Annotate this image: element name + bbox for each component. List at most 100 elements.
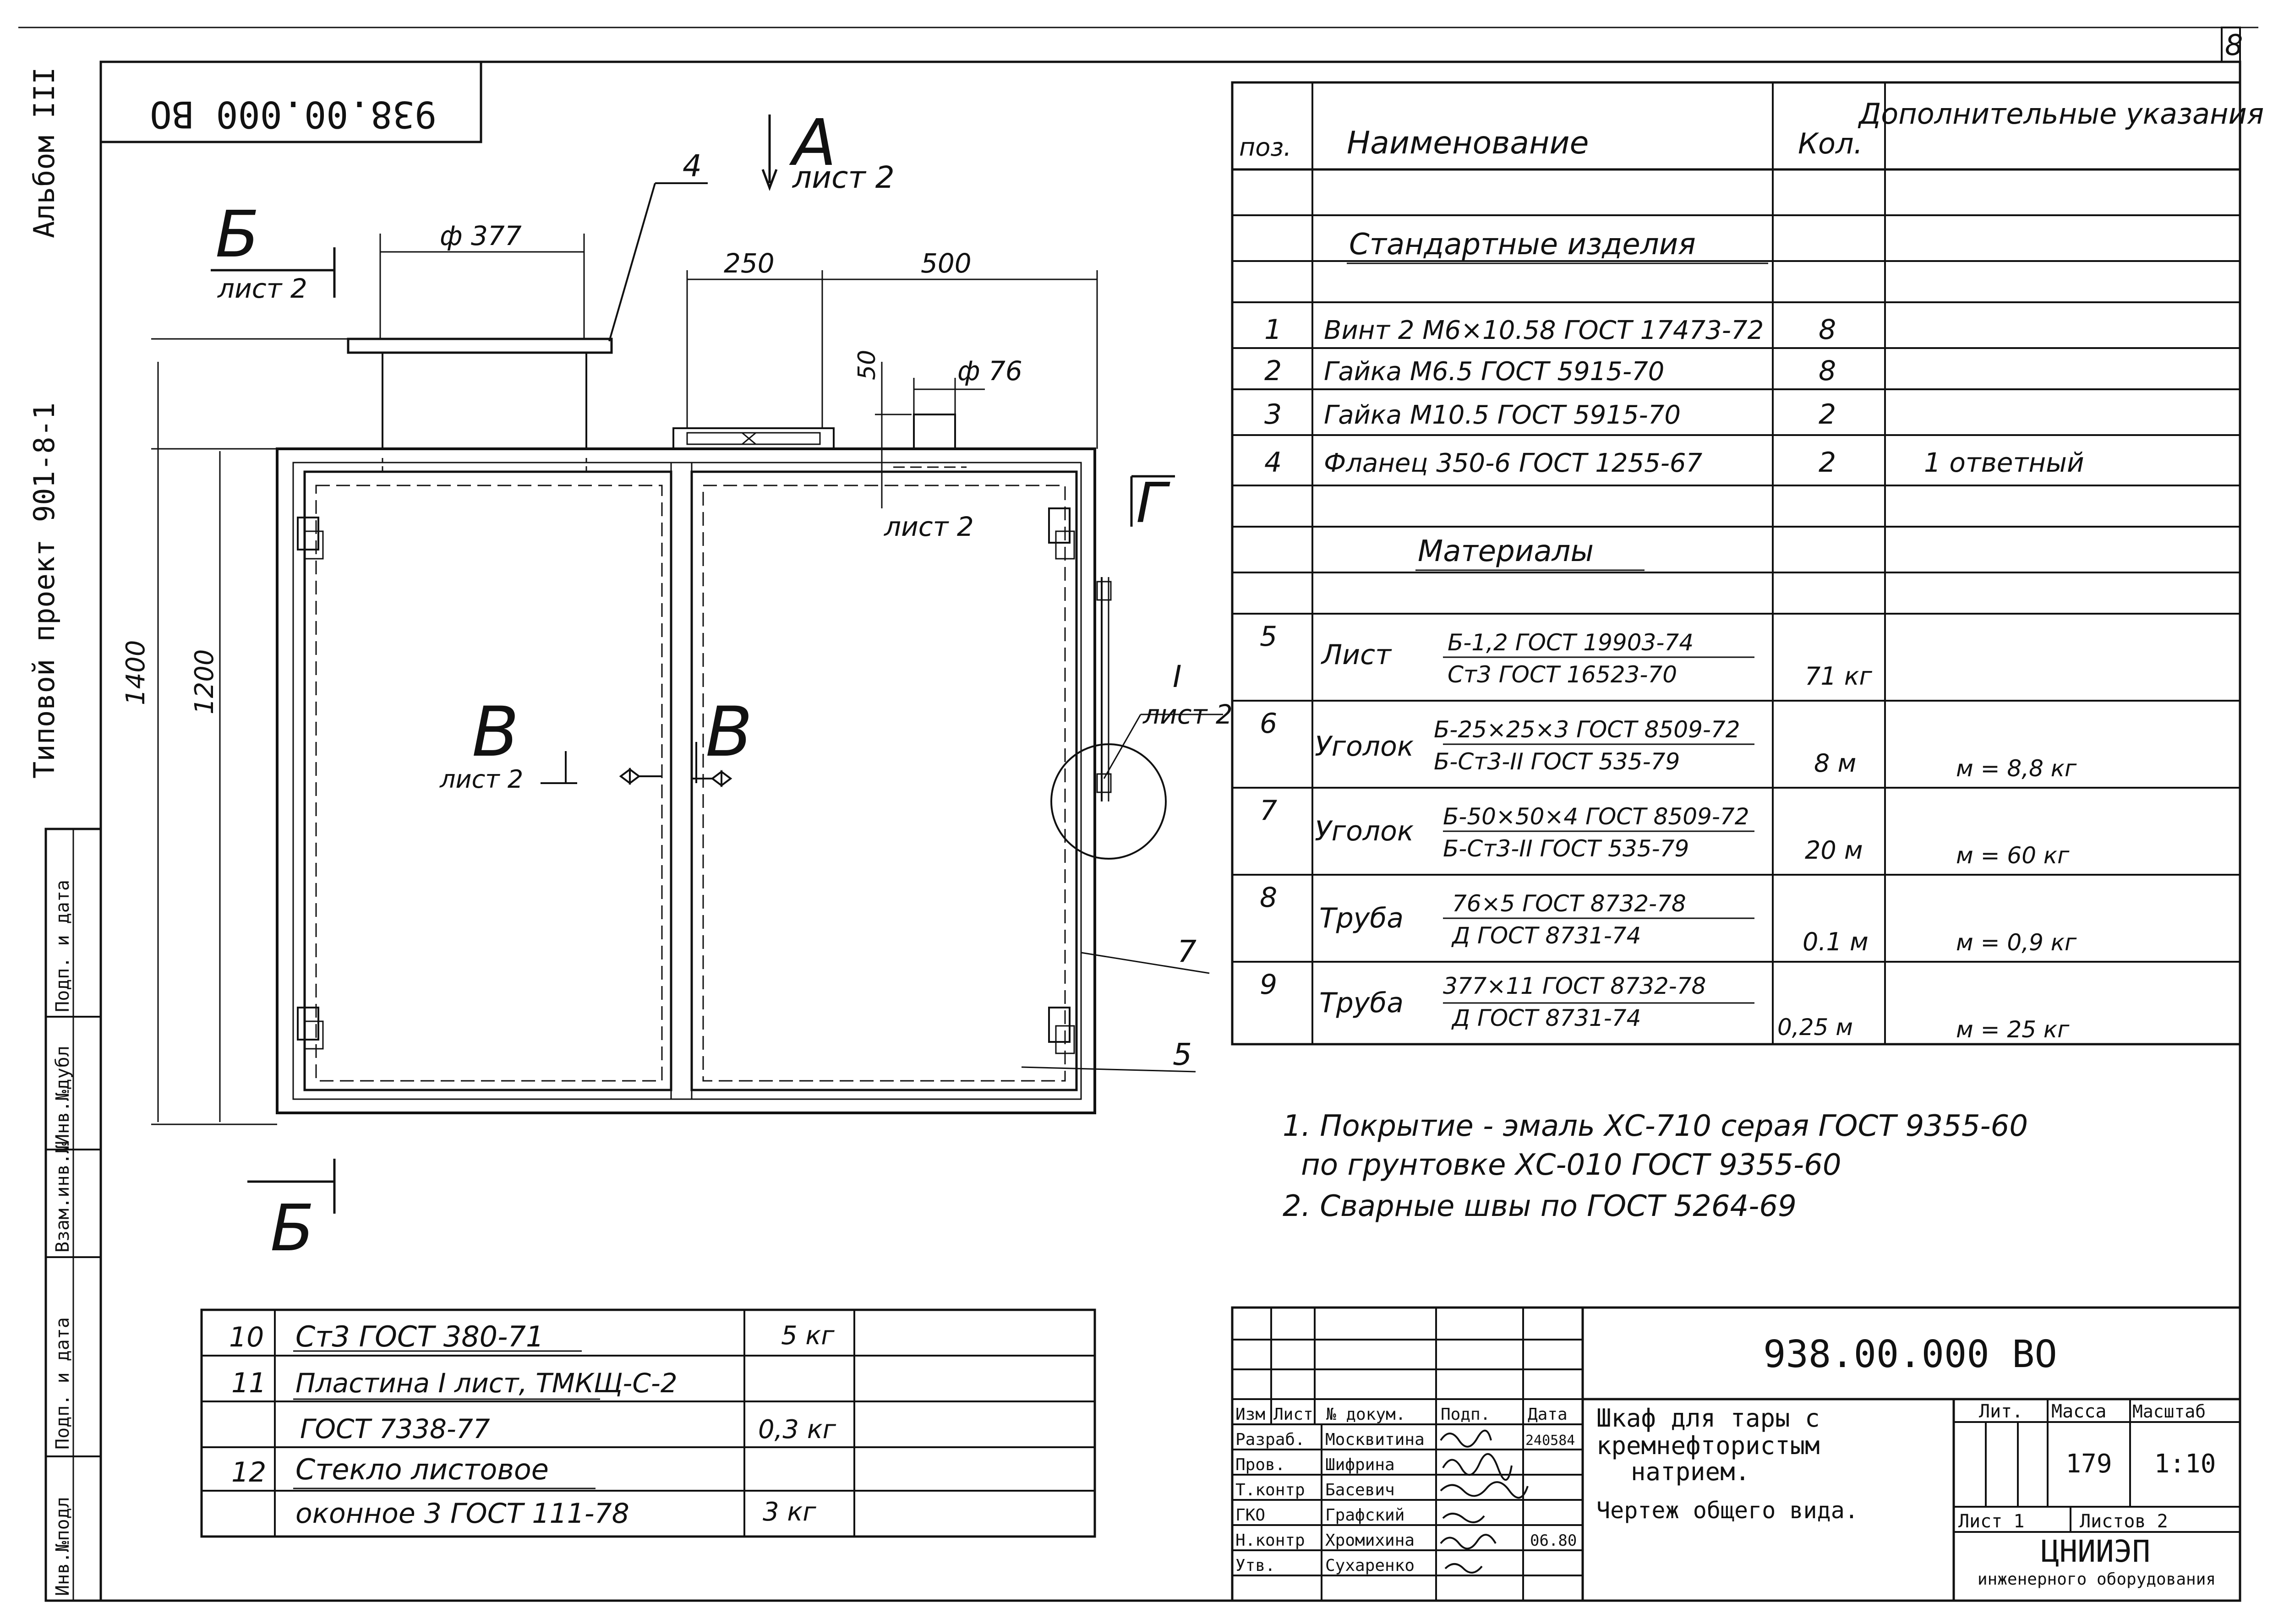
title-line-1: Шкаф для тары с <box>1596 1404 1820 1433</box>
row2-name: Гайка М6.5 ГОСТ 5915-70 <box>1324 357 1664 387</box>
note-1: 1. Покрытие - эмаль ХС-710 серая ГОСТ 93… <box>1283 1109 2028 1143</box>
title-head-doc: № докум. <box>1326 1405 1405 1424</box>
row5-qty: 71 кг <box>1805 662 1872 691</box>
role-2: Пров. <box>1235 1455 1285 1474</box>
project-label: Типовой проект 901-8-1 <box>27 403 61 779</box>
signatures <box>1440 1429 1529 1574</box>
section-b-bottom-label: Б <box>270 1191 314 1266</box>
material-rows: 5 Лист Б-1,2 ГОСТ 19903-74 Ст3 ГОСТ 1652… <box>1260 621 2077 1043</box>
row7-note: м = 60 кг <box>1956 842 2070 869</box>
spec-table: поз. Наименование Кол. Дополнительные ук… <box>1231 81 2264 1046</box>
row8-top: 76×5 ГОСТ 8732-78 <box>1452 890 1686 917</box>
row7-pos: 7 <box>1260 795 1277 827</box>
view-v-right-label: В <box>705 692 753 772</box>
row2-pos: 2 <box>1264 355 1282 387</box>
title-head-list: Лист <box>1273 1405 1313 1424</box>
doc-code-rotated: 938.00.000 ВО <box>150 93 437 136</box>
section-materials: Материалы <box>1418 534 1594 568</box>
role-5-date: 06.80 <box>1530 1531 1577 1550</box>
role-6-name: Сухаренко <box>1325 1556 1415 1575</box>
row7-qty: 20 м <box>1805 836 1863 865</box>
dim-1200: 1200 <box>190 649 219 714</box>
sheet-number: 8 <box>2225 28 2243 62</box>
header-pos: поз. <box>1239 133 1291 162</box>
role-1: Разраб. <box>1235 1430 1305 1449</box>
row1-qty: 8 <box>1819 314 1836 346</box>
dim-50: 50 <box>853 350 881 380</box>
role-3-name: Басевич <box>1325 1481 1395 1499</box>
mass-label: Масса <box>2051 1401 2106 1422</box>
item11-text2: ГОСТ 7338-77 <box>300 1413 490 1444</box>
standard-rows: 1 Винт 2 М6×10.58 ГОСТ 17473-72 8 2 Гайк… <box>1264 314 2084 479</box>
role-6: Утв. <box>1235 1556 1275 1575</box>
detail-i-ref: лист 2 <box>1142 699 1233 730</box>
row7-bottom: Б-Ст3-II ГОСТ 535-79 <box>1443 835 1689 862</box>
stamp-inv-dubl: Инв.№дубл <box>52 1046 73 1145</box>
title-line-3: натрием. <box>1631 1457 1750 1486</box>
mass-value: 179 <box>2065 1449 2112 1479</box>
header-name: Наименование <box>1347 125 1589 161</box>
cabinet-drawing <box>151 114 1223 1214</box>
stamp-vzam: Взам.инв.№ <box>52 1142 73 1253</box>
row9-bottom: Д ГОСТ 8731-74 <box>1451 1005 1641 1031</box>
role-1-name: Москвитина <box>1325 1430 1425 1449</box>
item12-pos: 12 <box>231 1456 266 1488</box>
drawing-labels: А лист 2 Б лист 2 Б Г В лист 2 В I лист … <box>121 106 1233 1266</box>
row3-name: Гайка М10.5 ГОСТ 5915-70 <box>1324 400 1681 430</box>
g-ref: лист 2 <box>884 511 974 542</box>
code-box: 938.00.000 ВО <box>99 60 482 143</box>
title-head-date: Дата <box>1528 1405 1568 1424</box>
dim-250: 250 <box>724 248 775 279</box>
title-line-4: Чертеж общего вида. <box>1596 1497 1858 1524</box>
row6-name: Уголок <box>1315 730 1414 763</box>
item11-pos: 11 <box>231 1367 266 1399</box>
item10-qty: 5 кг <box>781 1321 835 1351</box>
header-notes: Дополнительные указания <box>1858 97 2264 131</box>
dim-1400: 1400 <box>121 640 151 705</box>
row6-bottom: Б-Ст3-II ГОСТ 535-79 <box>1434 748 1680 775</box>
item11-qty: 0,3 кг <box>758 1415 836 1444</box>
header-qty: Кол. <box>1798 127 1863 160</box>
role-2-name: Шифрина <box>1325 1455 1395 1474</box>
margin-stamp: Инв.№подл Подп. и дата Взам.инв.№ Инв.№д… <box>44 828 102 1602</box>
row5-name: Лист <box>1321 639 1392 671</box>
dim-phi377: ф 377 <box>440 220 522 251</box>
role-5: Н.контр <box>1235 1531 1305 1550</box>
extra-table: 10 Ст3 ГОСТ 380-71 5 кг 11 Пластина I ли… <box>200 1308 1096 1538</box>
scale-label: Масштаб <box>2132 1401 2206 1422</box>
section-b-top-ref: лист 2 <box>217 273 307 304</box>
title-head-izm: Изм <box>1235 1405 1265 1424</box>
item12-text2: оконное 3 ГОСТ 111-78 <box>295 1498 629 1530</box>
row5-pos: 5 <box>1260 621 1277 653</box>
note-2: 2. Сварные швы по ГОСТ 5264-69 <box>1283 1189 1797 1223</box>
lit-label: Лит. <box>1979 1401 2023 1422</box>
dim-phi76: ф 76 <box>957 355 1022 387</box>
callout-5: 5 <box>1173 1037 1192 1072</box>
section-b-top-label: Б <box>215 197 259 272</box>
title-doc-code: 938.00.000 ВО <box>1763 1333 2057 1376</box>
sheets-label: Листов 2 <box>2080 1511 2168 1532</box>
row4-name: Фланец 350-6 ГОСТ 1255-67 <box>1324 448 1703 478</box>
title-head-podp: Подп. <box>1441 1405 1490 1424</box>
item12-text: Стекло листовое <box>295 1453 549 1486</box>
row4-note: 1 ответный <box>1924 447 2084 478</box>
item10-pos: 10 <box>229 1321 264 1353</box>
row8-name: Труба <box>1319 902 1404 934</box>
view-v-left-label: В <box>472 692 519 772</box>
item11-text: Пластина I лист, ТМКЩ-С-2 <box>295 1368 678 1399</box>
row4-pos: 4 <box>1264 447 1282 479</box>
row3-qty: 2 <box>1819 398 1836 431</box>
row1-pos: 1 <box>1264 314 1282 346</box>
row5-bottom: Ст3 ГОСТ 16523-70 <box>1448 661 1677 688</box>
stamp-podp-date-2: Подп. и дата <box>52 880 73 1012</box>
header-notes-text: Дополнительные указания <box>1858 97 2264 131</box>
section-standard: Стандартные изделия <box>1349 228 1696 262</box>
row6-qty: 8 м <box>1814 749 1856 778</box>
row9-top: 377×11 ГОСТ 8732-78 <box>1443 973 1706 999</box>
row3-pos: 3 <box>1264 398 1282 431</box>
stamp-podp-date-1: Подп. и дата <box>52 1317 73 1450</box>
row7-name: Уголок <box>1315 815 1414 847</box>
row8-pos: 8 <box>1260 882 1277 914</box>
role-4-name: Графский <box>1325 1506 1404 1525</box>
